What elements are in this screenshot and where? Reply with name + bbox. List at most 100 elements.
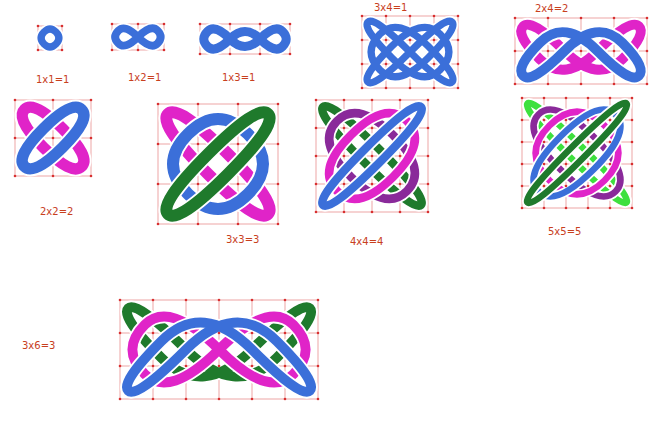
grid-dot <box>284 332 287 335</box>
grid-dot <box>361 15 364 18</box>
grid-line <box>362 88 458 89</box>
grid-line <box>522 98 523 208</box>
grid-dot <box>343 155 346 158</box>
grid-dot <box>61 49 64 52</box>
knot-strand <box>534 110 621 197</box>
grid-dot <box>343 127 346 130</box>
grid-label: 5x5=5 <box>548 226 581 238</box>
grid-dot <box>457 87 460 90</box>
grid-line <box>522 208 632 209</box>
grid-dot <box>218 365 221 368</box>
grid-dot <box>251 332 254 335</box>
grid-dot <box>52 175 55 178</box>
dot-grid <box>120 300 318 399</box>
grid-line <box>158 104 159 224</box>
grid-dot <box>433 15 436 18</box>
grid-dot <box>237 103 240 106</box>
grid-dot <box>218 398 221 401</box>
strand-casing <box>22 107 84 169</box>
knot-figure <box>14 99 93 178</box>
knot-strand <box>166 112 269 215</box>
grid-dot <box>521 207 524 210</box>
grid-dot <box>52 137 55 140</box>
grid-dot <box>361 39 364 42</box>
strand-casing <box>329 113 415 199</box>
grid-dot <box>199 53 202 56</box>
knot-strand <box>329 113 415 199</box>
grid-dot <box>315 99 318 102</box>
grid-dot <box>565 163 568 166</box>
grid-dot <box>343 183 346 186</box>
grid-dot <box>277 223 280 226</box>
grid-dot <box>218 332 221 335</box>
knot-figure <box>315 99 430 214</box>
grid-line <box>581 18 582 84</box>
strand-casing <box>166 112 269 215</box>
grid-line <box>522 98 632 99</box>
grid-dot <box>237 183 240 186</box>
dot-grid <box>112 24 164 50</box>
grid-dot <box>119 398 122 401</box>
grid-dot <box>371 211 374 214</box>
grid-dot <box>385 39 388 42</box>
knot-strand <box>527 103 627 203</box>
grid-dots <box>521 97 634 210</box>
grid-line <box>632 98 633 208</box>
grid-dots <box>157 103 280 226</box>
grid-dot <box>646 17 649 20</box>
grid-dot <box>565 119 568 122</box>
grid-dot <box>317 365 320 368</box>
grid-dot <box>399 127 402 130</box>
grid-dot <box>547 50 550 53</box>
grid-dot <box>277 103 280 106</box>
grid-line <box>515 84 647 85</box>
grid-dots <box>514 17 649 86</box>
grid-dot <box>399 183 402 186</box>
grid-label: 1x1=1 <box>36 74 69 86</box>
grid-dot <box>609 163 612 166</box>
grid-dot <box>631 141 634 144</box>
grid-dot <box>137 23 140 26</box>
knot-strand <box>367 21 453 83</box>
grid-dot <box>157 223 160 226</box>
grid-dot <box>580 83 583 86</box>
grid-dot <box>371 127 374 130</box>
grid-dot <box>587 97 590 100</box>
grid-dot <box>90 137 93 140</box>
grid-dot <box>565 207 568 210</box>
knot-strand <box>534 110 621 197</box>
knot-strand <box>322 106 422 206</box>
grid-dot <box>646 83 649 86</box>
grid-dot <box>521 141 524 144</box>
grid-line <box>120 399 318 400</box>
grid-dot <box>61 25 64 28</box>
grid-dot <box>631 185 634 188</box>
grid-dot <box>90 175 93 178</box>
grid-dot <box>514 17 517 20</box>
grid-dot <box>631 163 634 166</box>
knot-strand <box>22 107 84 169</box>
grid-line <box>316 100 317 212</box>
grid-dot <box>163 49 166 52</box>
strand-casing <box>115 28 161 45</box>
grid-dot <box>521 163 524 166</box>
grid-line <box>316 212 428 213</box>
grid-dots <box>315 99 430 214</box>
grid-dot <box>587 207 590 210</box>
grid-dot <box>543 185 546 188</box>
grid-dot <box>433 87 436 90</box>
grid-dot <box>251 299 254 302</box>
grid-dot <box>152 365 155 368</box>
grid-dot <box>613 50 616 53</box>
grid-dot <box>237 143 240 146</box>
strand-casing <box>367 21 453 83</box>
grid-dot <box>457 63 460 66</box>
knot-strand <box>527 103 627 203</box>
grid-dot <box>157 103 160 106</box>
grid-dot <box>14 99 17 102</box>
grid-dot <box>119 332 122 335</box>
grid-dot <box>119 299 122 302</box>
strand-casing <box>22 107 84 169</box>
